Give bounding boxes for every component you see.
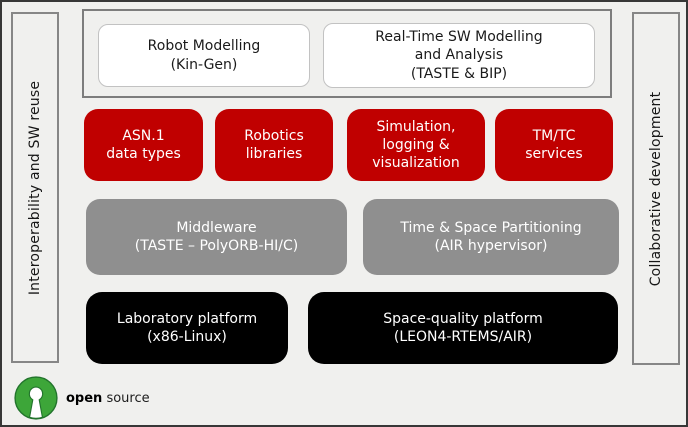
open-source-wordmark: open source — [66, 391, 150, 406]
left-banner-interoperability: Interoperability and SW reuse — [11, 12, 59, 363]
box-robotics-libraries: Robotics libraries — [215, 109, 333, 181]
box-simulation-logging-visualization: Simulation, logging & visualization — [347, 109, 485, 181]
box-middleware: Middleware (TASTE – PolyORB-HI/C) — [86, 199, 347, 275]
right-banner-collaborative: Collaborative development — [632, 12, 680, 365]
logo-word-source: source — [106, 390, 150, 406]
open-source-logo: open source — [13, 374, 150, 422]
box-robot-modelling: Robot Modelling (Kin-Gen) — [98, 24, 310, 87]
right-banner-label: Collaborative development — [648, 91, 664, 286]
logo-word-open: open — [66, 390, 103, 406]
box-time-space-partitioning: Time & Space Partitioning (AIR hyperviso… — [363, 199, 619, 275]
box-laboratory-platform: Laboratory platform (x86-Linux) — [86, 292, 288, 364]
box-asn1-data-types: ASN.1 data types — [84, 109, 203, 181]
box-realtime-sw-modelling: Real-Time SW Modelling and Analysis (TAS… — [323, 23, 595, 88]
osi-keyhole-icon — [14, 376, 58, 420]
modelling-tools-group: Robot Modelling (Kin-Gen) Real-Time SW M… — [82, 9, 612, 98]
left-banner-label: Interoperability and SW reuse — [27, 80, 43, 295]
box-space-quality-platform: Space-quality platform (LEON4-RTEMS/AIR) — [308, 292, 618, 364]
box-tmtc-services: TM/TC services — [495, 109, 613, 181]
